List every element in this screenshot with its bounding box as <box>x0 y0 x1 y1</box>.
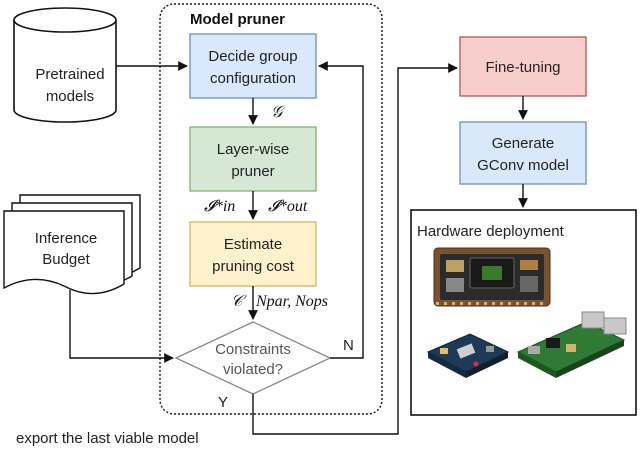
input-importance-symbol: 𝓘*in <box>204 198 235 215</box>
estimate-cost-box <box>189 221 317 287</box>
jetson-board-icon <box>433 247 551 307</box>
inference-budget-document-icon <box>3 194 141 295</box>
arrow-yes-to-finetune <box>252 63 458 435</box>
estimate-line2: pruning cost <box>212 258 295 275</box>
finetuning-label: Fine-tuning <box>485 59 560 76</box>
no-branch-label: N <box>343 337 354 354</box>
fpga-board-icon <box>426 333 510 378</box>
model-pruner-title: Model pruner <box>190 11 285 28</box>
arrow-no-loop-back <box>318 61 364 359</box>
pretrained-label-line2: models <box>46 88 94 105</box>
decide-group-line2: configuration <box>210 70 296 87</box>
constraints-line1: Constraints <box>215 341 291 358</box>
layerwise-line2: pruner <box>231 163 274 180</box>
arrow-budget-to-constraints <box>69 290 174 363</box>
constraints-decision-diamond <box>174 321 332 395</box>
decide-group-box <box>189 33 317 99</box>
constraints-line2: violated? <box>223 361 283 378</box>
cost-symbol: 𝒞 <box>231 293 247 310</box>
export-label: export the last viable model <box>16 430 199 447</box>
generate-line2: GConv model <box>477 157 569 174</box>
layerwise-pruner-box <box>189 126 317 192</box>
generate-gconv-box <box>459 121 587 185</box>
model-pruner-frame <box>159 3 383 415</box>
hardware-title: Hardware deployment <box>417 223 565 240</box>
finetuning-box <box>459 36 587 97</box>
budget-label-line2: Budget <box>42 251 90 268</box>
layerwise-line1: Layer-wise <box>217 141 290 158</box>
yes-branch-label: Y <box>218 394 228 411</box>
group-symbol: 𝒢 <box>271 104 285 121</box>
params-ops-symbol: Npar, Nops <box>255 293 328 310</box>
pretrained-models-database-icon <box>13 7 117 123</box>
output-importance-symbol: 𝓘*out <box>268 198 308 215</box>
pretrained-label-line1: Pretrained <box>35 66 104 83</box>
raspberry-pi-icon <box>516 311 627 378</box>
budget-label-line1: Inference <box>35 230 98 247</box>
decide-group-line1: Decide group <box>208 48 297 65</box>
estimate-line1: Estimate <box>224 236 282 253</box>
generate-line1: Generate <box>492 135 555 152</box>
